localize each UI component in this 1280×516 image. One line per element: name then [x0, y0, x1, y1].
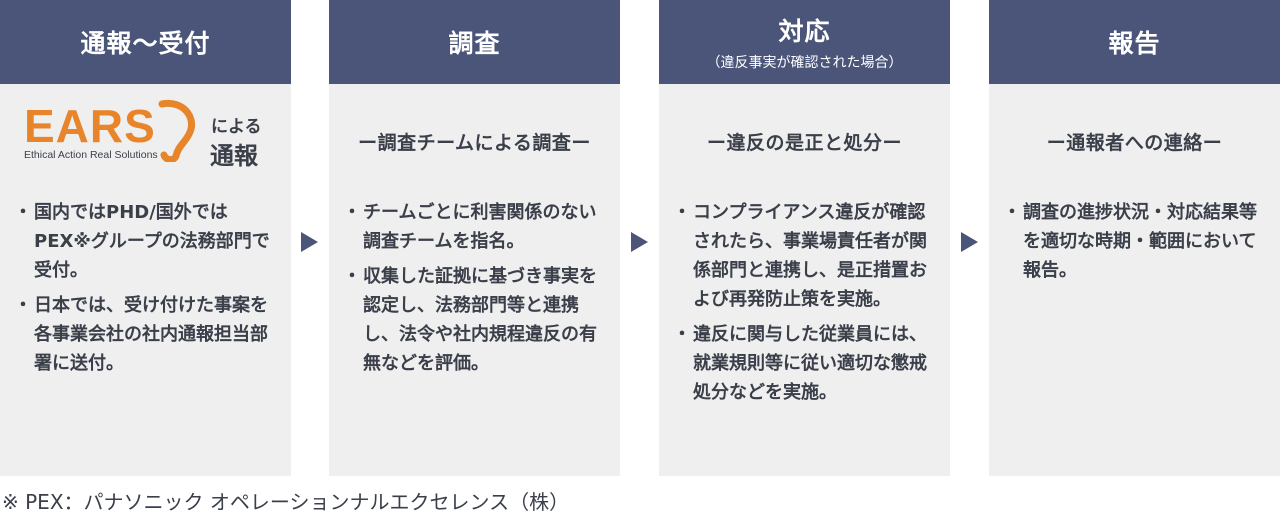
bullet-list: ・コンプライアンス違反が確認されたら、事業場責任者が関係部門と連携し、是正措置お… — [659, 198, 950, 407]
step-body: ー調査チームによる調査ー ・チームごとに利害関係のない調査チームを指名。 ・収集… — [329, 84, 620, 476]
step-title: 調査 — [448, 29, 501, 58]
ears-logo: EARS Ethical Action Real Solutions — [24, 99, 195, 162]
step-title: 対応 — [778, 17, 831, 46]
step-body: ー通報者への連絡ー ・調査の進捗状況・対応結果等を適切な時期・範囲において報告。 — [989, 84, 1280, 476]
ears-logo-text: EARS — [24, 100, 156, 152]
step-header: 通報〜受付 — [0, 0, 291, 84]
step-intake: 通報〜受付 EARS Ethical Action Real Solutions… — [0, 0, 291, 476]
footnote: ※ PEX：パナソニック オペレーションナルエクセレンス（株） — [2, 490, 570, 514]
arrow-right-icon — [631, 232, 648, 252]
ear-icon — [158, 99, 195, 162]
bullet-list: ・チームごとに利害関係のない調査チームを指名。 ・収集した証拠に基づき事実を認定… — [329, 198, 620, 378]
bullet-item: ・国内ではPHD/国外ではPEX※グループの法務部門で受付。 — [14, 202, 270, 281]
logo-suffix-small: による — [211, 117, 262, 137]
bullet-list: ・調査の進捗状況・対応結果等を適切な時期・範囲において報告。 — [989, 198, 1280, 285]
arrow-right-icon — [961, 232, 978, 252]
step-subtitle: （違反事実が確認された場合） — [706, 55, 903, 71]
logo-suffix-large: 通報 — [210, 142, 258, 170]
step-title: 通報〜受付 — [80, 29, 211, 58]
step-response: 対応 （違反事実が確認された場合） ー違反の是正と処分ー ・コンプライアンス違反… — [659, 0, 950, 476]
bullet-item: ・調査の進捗状況・対応結果等を適切な時期・範囲において報告。 — [1003, 202, 1257, 281]
step-investigation: 調査 ー調査チームによる調査ー ・チームごとに利害関係のない調査チームを指名。 … — [329, 0, 620, 476]
ears-tagline: Ethical Action Real Solutions — [24, 149, 158, 161]
step-header: 報告 — [989, 0, 1280, 84]
bullet-list: ・国内ではPHD/国外ではPEX※グループの法務部門で受付。 ・日本では、受け付… — [0, 198, 291, 378]
step-header: 調査 — [329, 0, 620, 84]
bullet-item: ・違反に関与した従業員には、就業規則等に従い適切な懲戒処分などを実施。 — [673, 324, 927, 403]
bullet-item: ・チームごとに利害関係のない調査チームを指名。 — [343, 202, 597, 252]
step-title: 報告 — [1108, 29, 1161, 58]
arrow-right-icon — [301, 232, 318, 252]
bullet-item: ・収集した証拠に基づき事実を認定し、法務部門等と連携し、法令や社内規程違反の有無… — [343, 266, 597, 374]
step-header: 対応 （違反事実が確認された場合） — [659, 0, 950, 84]
step-subheading: ー調査チームによる調査ー — [358, 132, 591, 154]
step-report: 報告 ー通報者への連絡ー ・調査の進捗状況・対応結果等を適切な時期・範囲において… — [989, 0, 1280, 476]
step-body: EARS Ethical Action Real Solutions による 通… — [0, 84, 291, 476]
bullet-item: ・コンプライアンス違反が確認されたら、事業場責任者が関係部門と連携し、是正措置お… — [673, 202, 927, 310]
step-subheading: ー通報者への連絡ー — [1046, 132, 1223, 154]
step-subheading: ー違反の是正と処分ー — [706, 132, 902, 154]
bullet-item: ・日本では、受け付けた事案を各事業会社の社内通報担当部署に送付。 — [14, 295, 268, 374]
step-body: ー違反の是正と処分ー ・コンプライアンス違反が確認されたら、事業場責任者が関係部… — [659, 84, 950, 476]
